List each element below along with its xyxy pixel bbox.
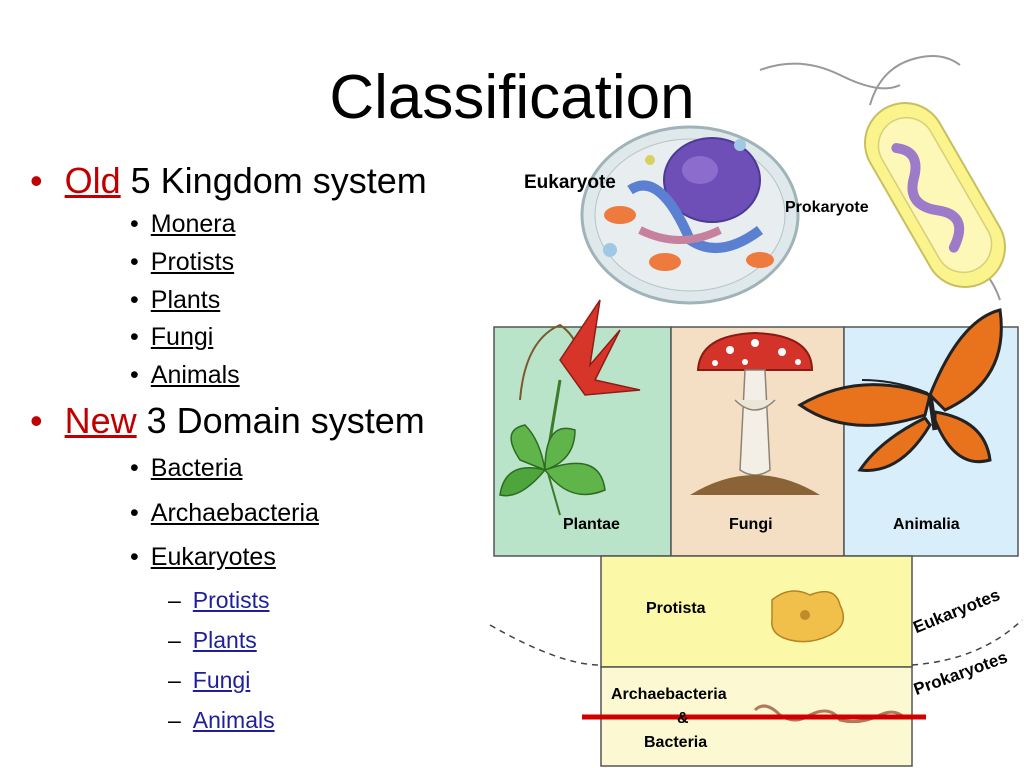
slide-title: Classification (329, 63, 695, 132)
ampersand-label: & (677, 710, 689, 727)
prokaryote-cell-illustration (759, 55, 1006, 301)
old-label: Old (64, 160, 121, 201)
plantae-label: Plantae (563, 516, 620, 533)
prokaryote-label: Prokaryote (785, 199, 869, 216)
protista-panel (600, 555, 913, 668)
bullet-old-system: • Old 5 Kingdom system (30, 160, 427, 202)
mushroom-illustration (690, 331, 820, 495)
new-system-label: 3 Domain system (136, 400, 425, 441)
eukaryote-sub-animals[interactable]: –Animals (168, 707, 275, 733)
archaebacteria-label: Archaebacteria (611, 686, 727, 703)
animalia-label: Animalia (893, 516, 960, 533)
bullet-new-system: • New 3 Domain system (30, 400, 425, 442)
eukaryote-label: Eukaryote (524, 172, 616, 193)
butterfly-illustration (797, 308, 1003, 472)
bacteria-squiggle (753, 704, 907, 724)
eukaryote-sub-fungi[interactable]: –Fungi (168, 667, 251, 693)
bullet-icon: • (30, 400, 43, 441)
kingdom-item-plants: •Plants (130, 286, 221, 314)
domain-item-archaebacteria: •Archaebacteria (130, 499, 319, 527)
eukaryote-cell-illustration (580, 125, 800, 305)
old-system-label: 5 Kingdom system (120, 160, 427, 201)
kingdom-item-protists: •Protists (130, 248, 235, 276)
bullet-icon: • (30, 160, 43, 201)
eukaryote-sub-plants[interactable]: –Plants (168, 627, 257, 653)
kingdom-item-animals: •Animals (130, 361, 240, 389)
bacteria-label: Bacteria (644, 734, 708, 751)
kingdom-item-monera: •Monera (130, 210, 236, 238)
fungi-label: Fungi (729, 516, 773, 533)
plant-illustration (499, 299, 641, 516)
domain-item-eukaryotes: •Eukaryotes (130, 543, 276, 571)
domain-item-bacteria: •Bacteria (130, 454, 243, 482)
kingdom-item-fungi: •Fungi (130, 323, 214, 351)
eukaryote-sub-protists[interactable]: –Protists (168, 587, 270, 613)
new-label: New (64, 400, 137, 441)
protista-label: Protista (646, 600, 706, 617)
